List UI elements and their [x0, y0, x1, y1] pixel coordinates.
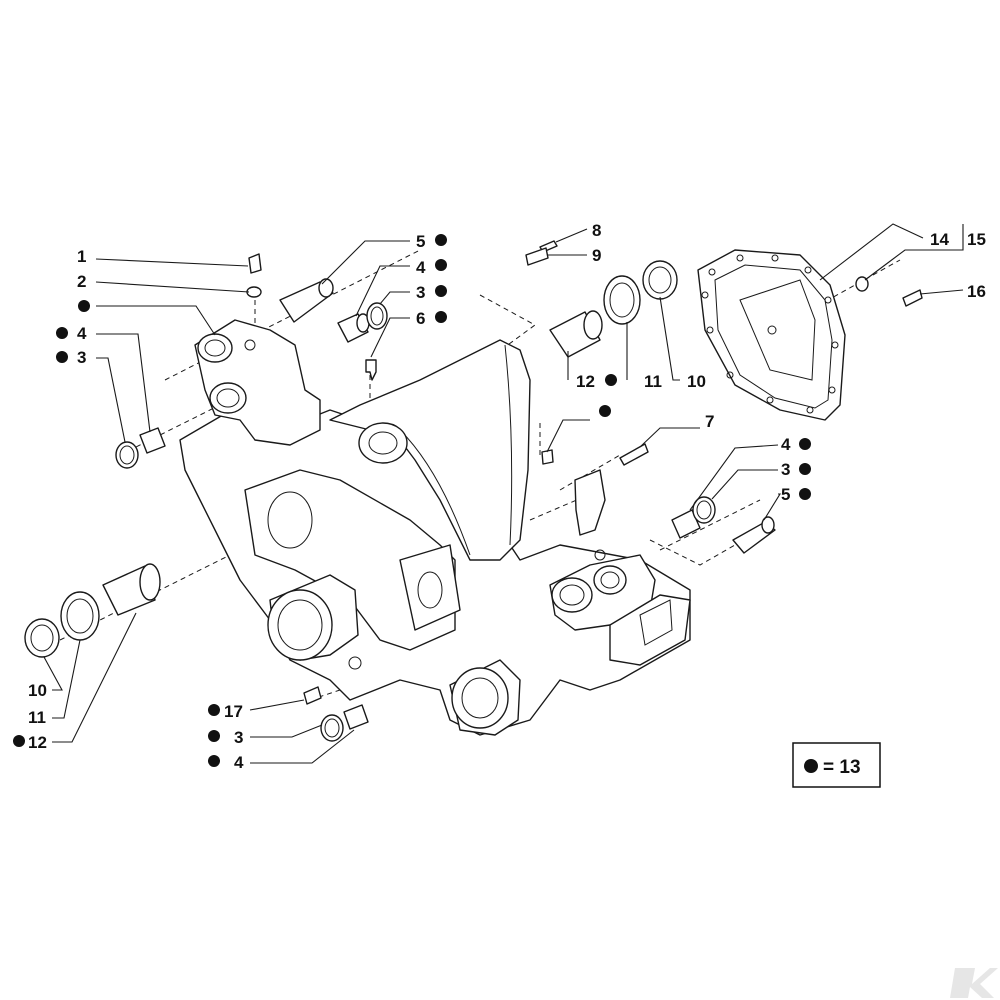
bullet-icon [208, 704, 220, 716]
callout-4-right: 4 [781, 435, 791, 454]
callout-8: 8 [592, 221, 601, 240]
callout-labels: 1 2 4 3 5 4 3 6 8 9 12 11 10 14 15 16 7 … [13, 221, 986, 772]
callout-3-top: 3 [416, 283, 425, 302]
callout-11-bottom: 11 [28, 708, 46, 727]
bullet-icon [605, 374, 617, 386]
callout-5-right: 5 [781, 485, 790, 504]
callout-4-top: 4 [416, 258, 426, 277]
callout-12-top: 12 [576, 372, 595, 391]
bullet-icon [208, 730, 220, 742]
housing-body [179, 319, 691, 736]
callout-1: 1 [77, 247, 86, 266]
callout-11-top: 11 [644, 372, 662, 391]
bullet-icon [435, 285, 447, 297]
leader-lines [43, 223, 964, 764]
callout-14: 14 [930, 230, 949, 249]
bullet-icon [13, 735, 25, 747]
bullet-icon [56, 351, 68, 363]
bullet-icon [599, 405, 611, 417]
legend: = 13 [792, 742, 881, 788]
watermark-logo [950, 968, 998, 998]
callout-3-left: 3 [77, 348, 86, 367]
cover-plate [697, 249, 846, 421]
callout-4-bottom: 4 [234, 753, 244, 772]
callout-17: 17 [224, 702, 243, 721]
callout-2: 2 [77, 272, 86, 291]
callout-6: 6 [416, 309, 425, 328]
callout-9: 9 [592, 246, 601, 265]
callout-3-bottom: 3 [234, 728, 243, 747]
bullet-icon [56, 327, 68, 339]
callout-3-right: 3 [781, 460, 790, 479]
callout-5-top: 5 [416, 232, 425, 251]
bullet-icon [78, 300, 90, 312]
callout-10-top: 10 [687, 372, 706, 391]
callout-10-bottom: 10 [28, 681, 47, 700]
bullet-icon [799, 438, 811, 450]
callout-7: 7 [705, 412, 714, 431]
bullet-icon [435, 311, 447, 323]
bullet-icon [208, 755, 220, 767]
bullet-icon [804, 759, 818, 773]
small-parts [24, 240, 923, 742]
bullet-icon [435, 234, 447, 246]
bullet-icon [435, 259, 447, 271]
callout-12-bottom: 12 [28, 733, 47, 752]
callout-15: 15 [967, 230, 986, 249]
bullet-icon [799, 488, 811, 500]
callout-4-left: 4 [77, 324, 87, 343]
bullet-icon [799, 463, 811, 475]
legend-text: = 13 [823, 757, 861, 778]
callout-16: 16 [967, 282, 986, 301]
